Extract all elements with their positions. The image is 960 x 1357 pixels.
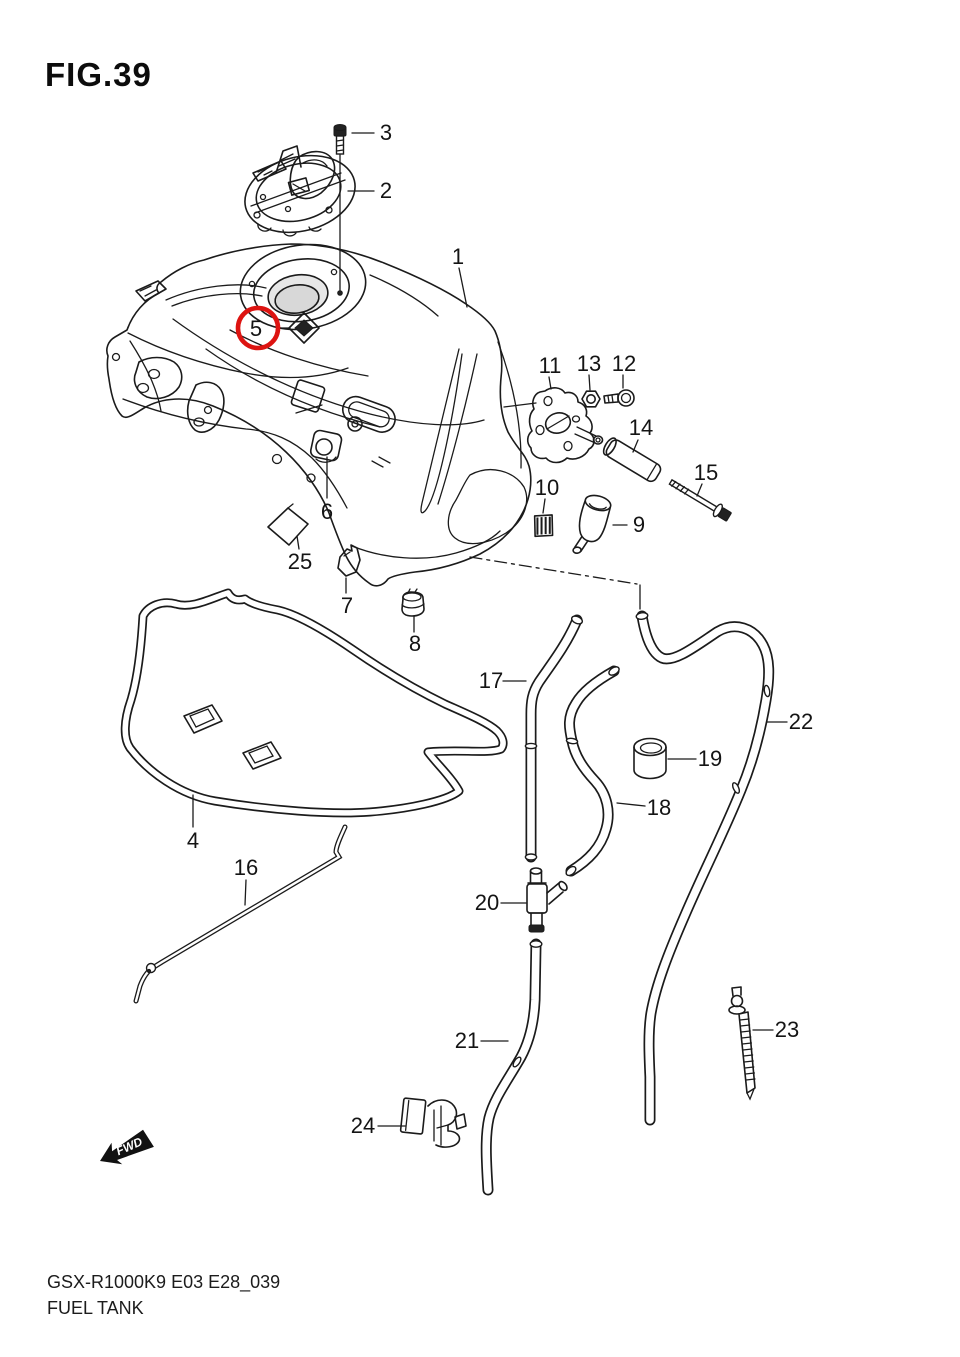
part-5-highlight-circle bbox=[235, 305, 281, 351]
part-label-6: 6 bbox=[320, 499, 334, 524]
part-label-17: 17 bbox=[478, 668, 504, 693]
part-label-8: 8 bbox=[408, 631, 422, 656]
fuel-tank-drawing bbox=[106, 243, 532, 587]
cable-tie-23-drawing bbox=[728, 986, 756, 1101]
part-label-23: 23 bbox=[774, 1017, 800, 1042]
hose-21-drawing bbox=[480, 938, 543, 1196]
cushion-tube-14-drawing bbox=[602, 437, 662, 483]
cushion-25-drawing bbox=[267, 503, 309, 546]
part-label-19: 19 bbox=[697, 746, 723, 771]
part-label-12: 12 bbox=[611, 351, 637, 376]
leader-lines bbox=[192, 132, 788, 1127]
part-label-4: 4 bbox=[186, 828, 200, 853]
part-label-7: 7 bbox=[340, 593, 354, 618]
grommet-8-drawing bbox=[401, 588, 425, 617]
part-label-14: 14 bbox=[628, 415, 654, 440]
part-label-25: 25 bbox=[287, 549, 313, 574]
part-label-22: 22 bbox=[788, 709, 814, 734]
hose-22-drawing bbox=[635, 610, 775, 1126]
part-label-3: 3 bbox=[379, 120, 393, 145]
part-label-9: 9 bbox=[632, 512, 646, 537]
fuel-cap-assembly-drawing bbox=[244, 145, 356, 237]
clip-7-drawing bbox=[337, 544, 361, 577]
model-code: GSX-R1000K9 E03 E28_039 bbox=[47, 1272, 281, 1292]
part-label-20: 20 bbox=[474, 890, 500, 915]
part-label-13: 13 bbox=[576, 351, 602, 376]
part-label-1: 1 bbox=[451, 244, 465, 269]
joint-20-drawing bbox=[526, 867, 568, 933]
part-label-24: 24 bbox=[350, 1113, 376, 1138]
part-label-2: 2 bbox=[379, 178, 393, 203]
part-label-18: 18 bbox=[646, 795, 672, 820]
bolt-12-drawing bbox=[603, 389, 635, 407]
part-label-15: 15 bbox=[693, 460, 719, 485]
part-label-10: 10 bbox=[534, 475, 560, 500]
bracket-11-drawing bbox=[526, 387, 604, 464]
figure-title: FIG.39 bbox=[45, 56, 152, 93]
cap-screw-drawing bbox=[333, 124, 347, 296]
part-label-11: 11 bbox=[538, 353, 562, 378]
tank-pad-drawing bbox=[120, 588, 508, 818]
part-label-21: 21 bbox=[454, 1028, 480, 1053]
bolt-15-drawing bbox=[668, 478, 732, 522]
cushion-10-drawing bbox=[533, 514, 554, 538]
rod-16-drawing bbox=[133, 824, 348, 1004]
tube-19-drawing bbox=[633, 737, 667, 780]
fwd-arrow: FWD bbox=[100, 1129, 154, 1165]
nut-13-drawing bbox=[581, 390, 601, 408]
part-label-16: 16 bbox=[233, 855, 259, 880]
hose-18-drawing bbox=[564, 665, 620, 877]
part-label-5: 5 bbox=[249, 316, 263, 341]
cushion-5-drawing bbox=[288, 312, 320, 344]
clamp-24-drawing bbox=[399, 1097, 467, 1148]
valve-9-drawing bbox=[572, 494, 612, 555]
diagram-title: FUEL TANK bbox=[47, 1298, 144, 1318]
hose-17-drawing bbox=[524, 614, 584, 863]
